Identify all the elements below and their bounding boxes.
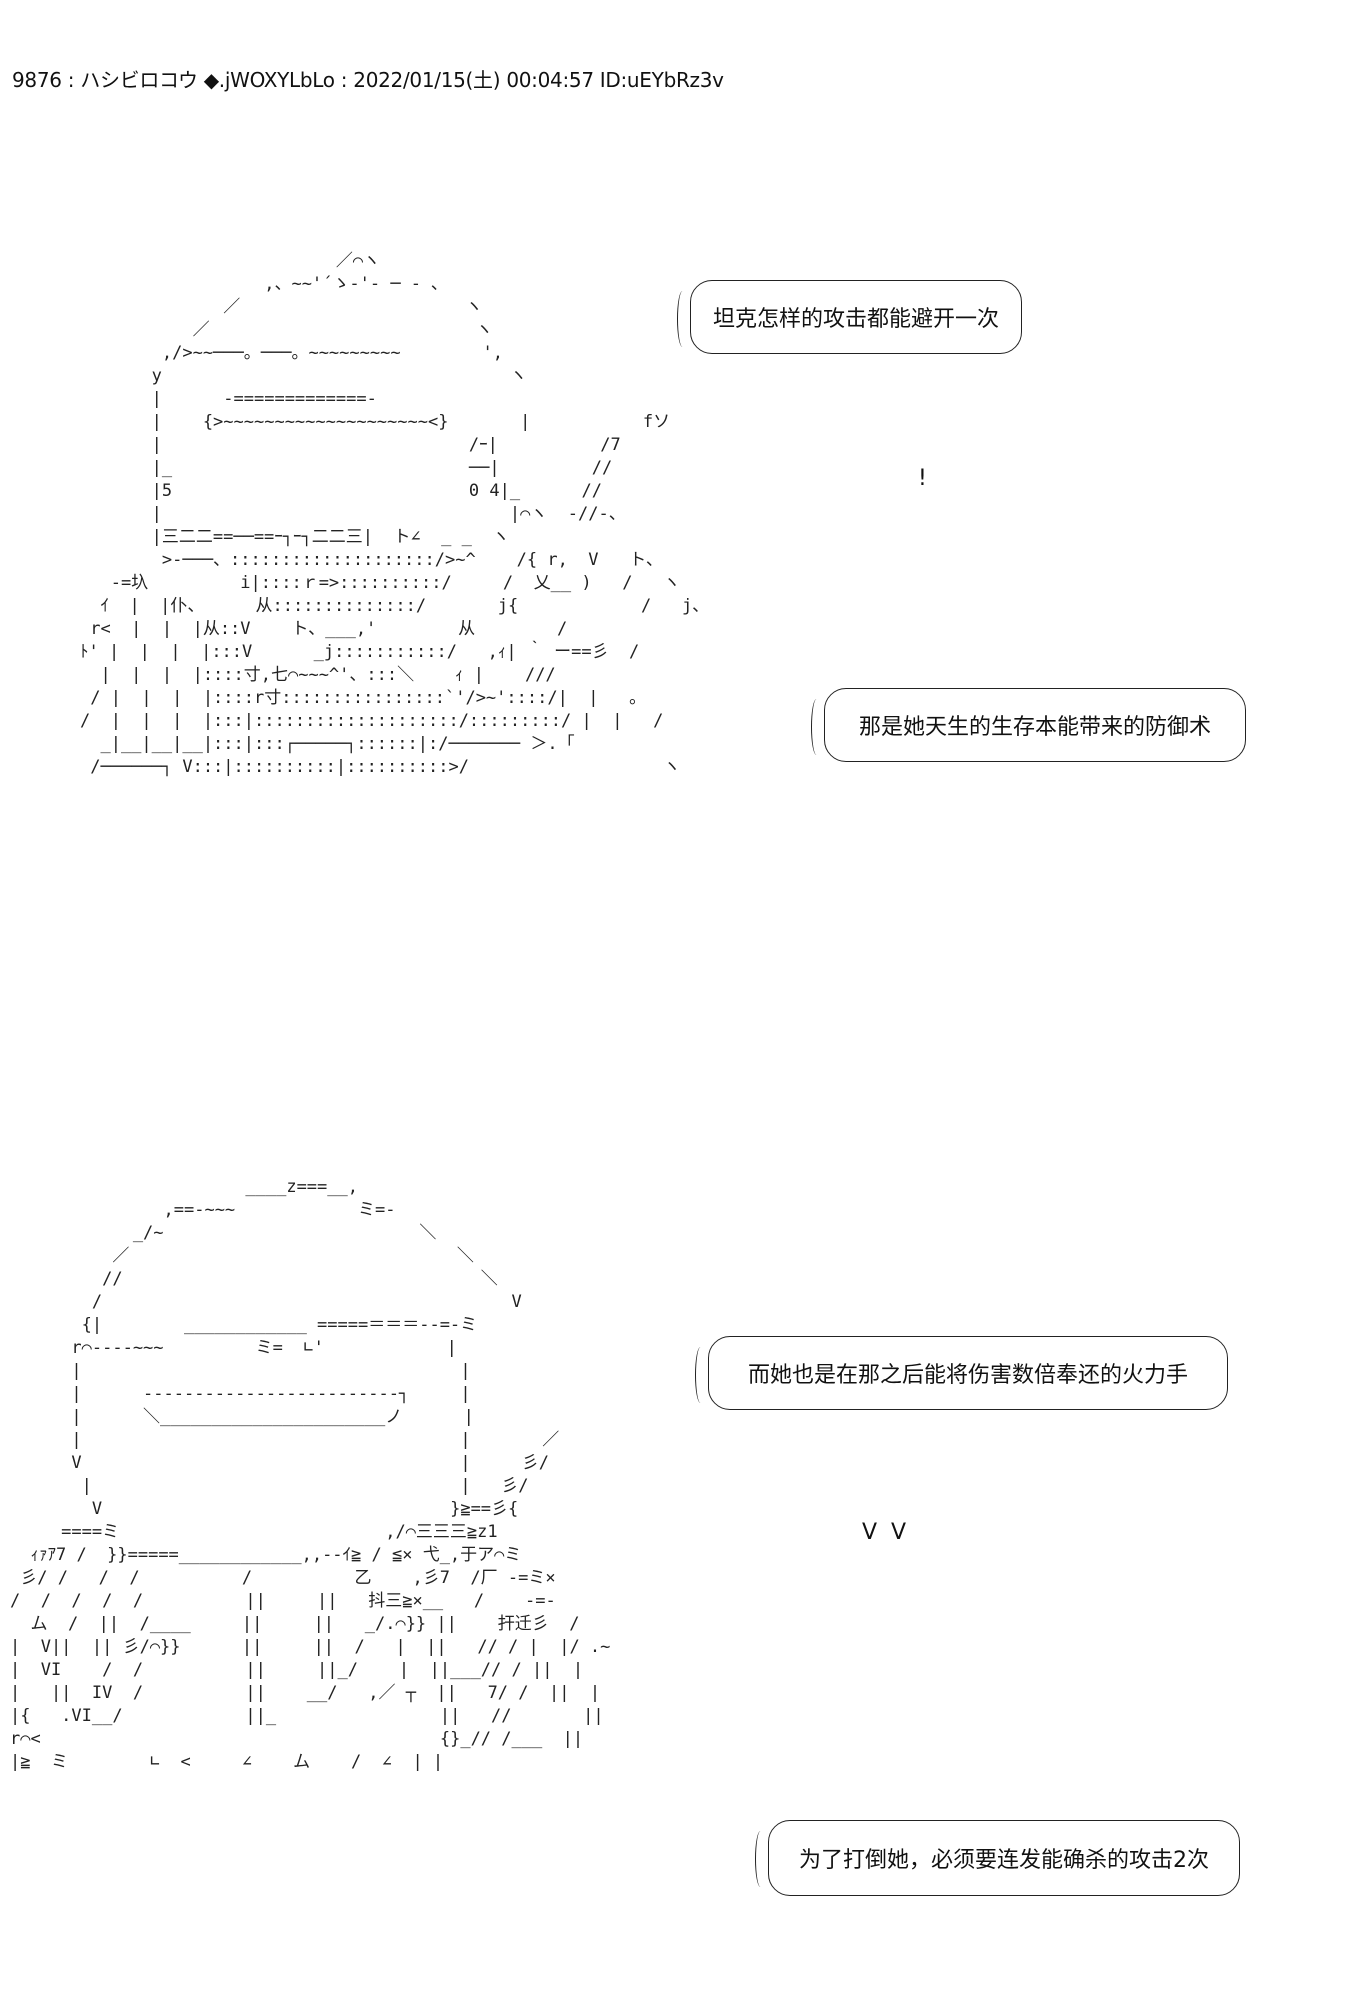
ascii-art-panel-1: ／⌒ヽ ,、~~'´ゝ-'‐ ─ ‐ ､ ／ ヽ ／ ヽ ,/>~~───。──… (80, 251, 710, 777)
ascii-art-panel-2: ____z===__, ,==-~~~ ミ=- _/~ ＼ ／ ＼ // ＼ / (10, 1177, 611, 1772)
bubble-text: 那是她天生的生存本能带来的防御术 (858, 715, 1211, 740)
bubble-text: 坦克怎样的攻击都能避开一次 (712, 307, 999, 332)
speech-bubble: 为了打倒她，必须要连发能确杀的攻击2次 (755, 1820, 1240, 1896)
speech-bubble: 坦克怎样的攻击都能避开一次 (677, 280, 1022, 354)
bubble-text: 而她也是在那之后能将伤害数倍奉还的火力手 (747, 1363, 1188, 1388)
v-marks: V V (862, 1520, 907, 1545)
speech-bubble: 而她也是在那之后能将伤害数倍奉还的火力手 (695, 1336, 1228, 1410)
speech-bubble: 那是她天生的生存本能带来的防御术 (811, 688, 1246, 762)
bubble-text: 为了打倒她，必须要连发能确杀的攻击2次 (799, 1848, 1209, 1873)
post-header: 9876 : ハシビロコウ ◆.jWOXYLbLo : 2022/01/15(土… (12, 68, 724, 92)
exclamation-mark: ! (918, 466, 927, 491)
